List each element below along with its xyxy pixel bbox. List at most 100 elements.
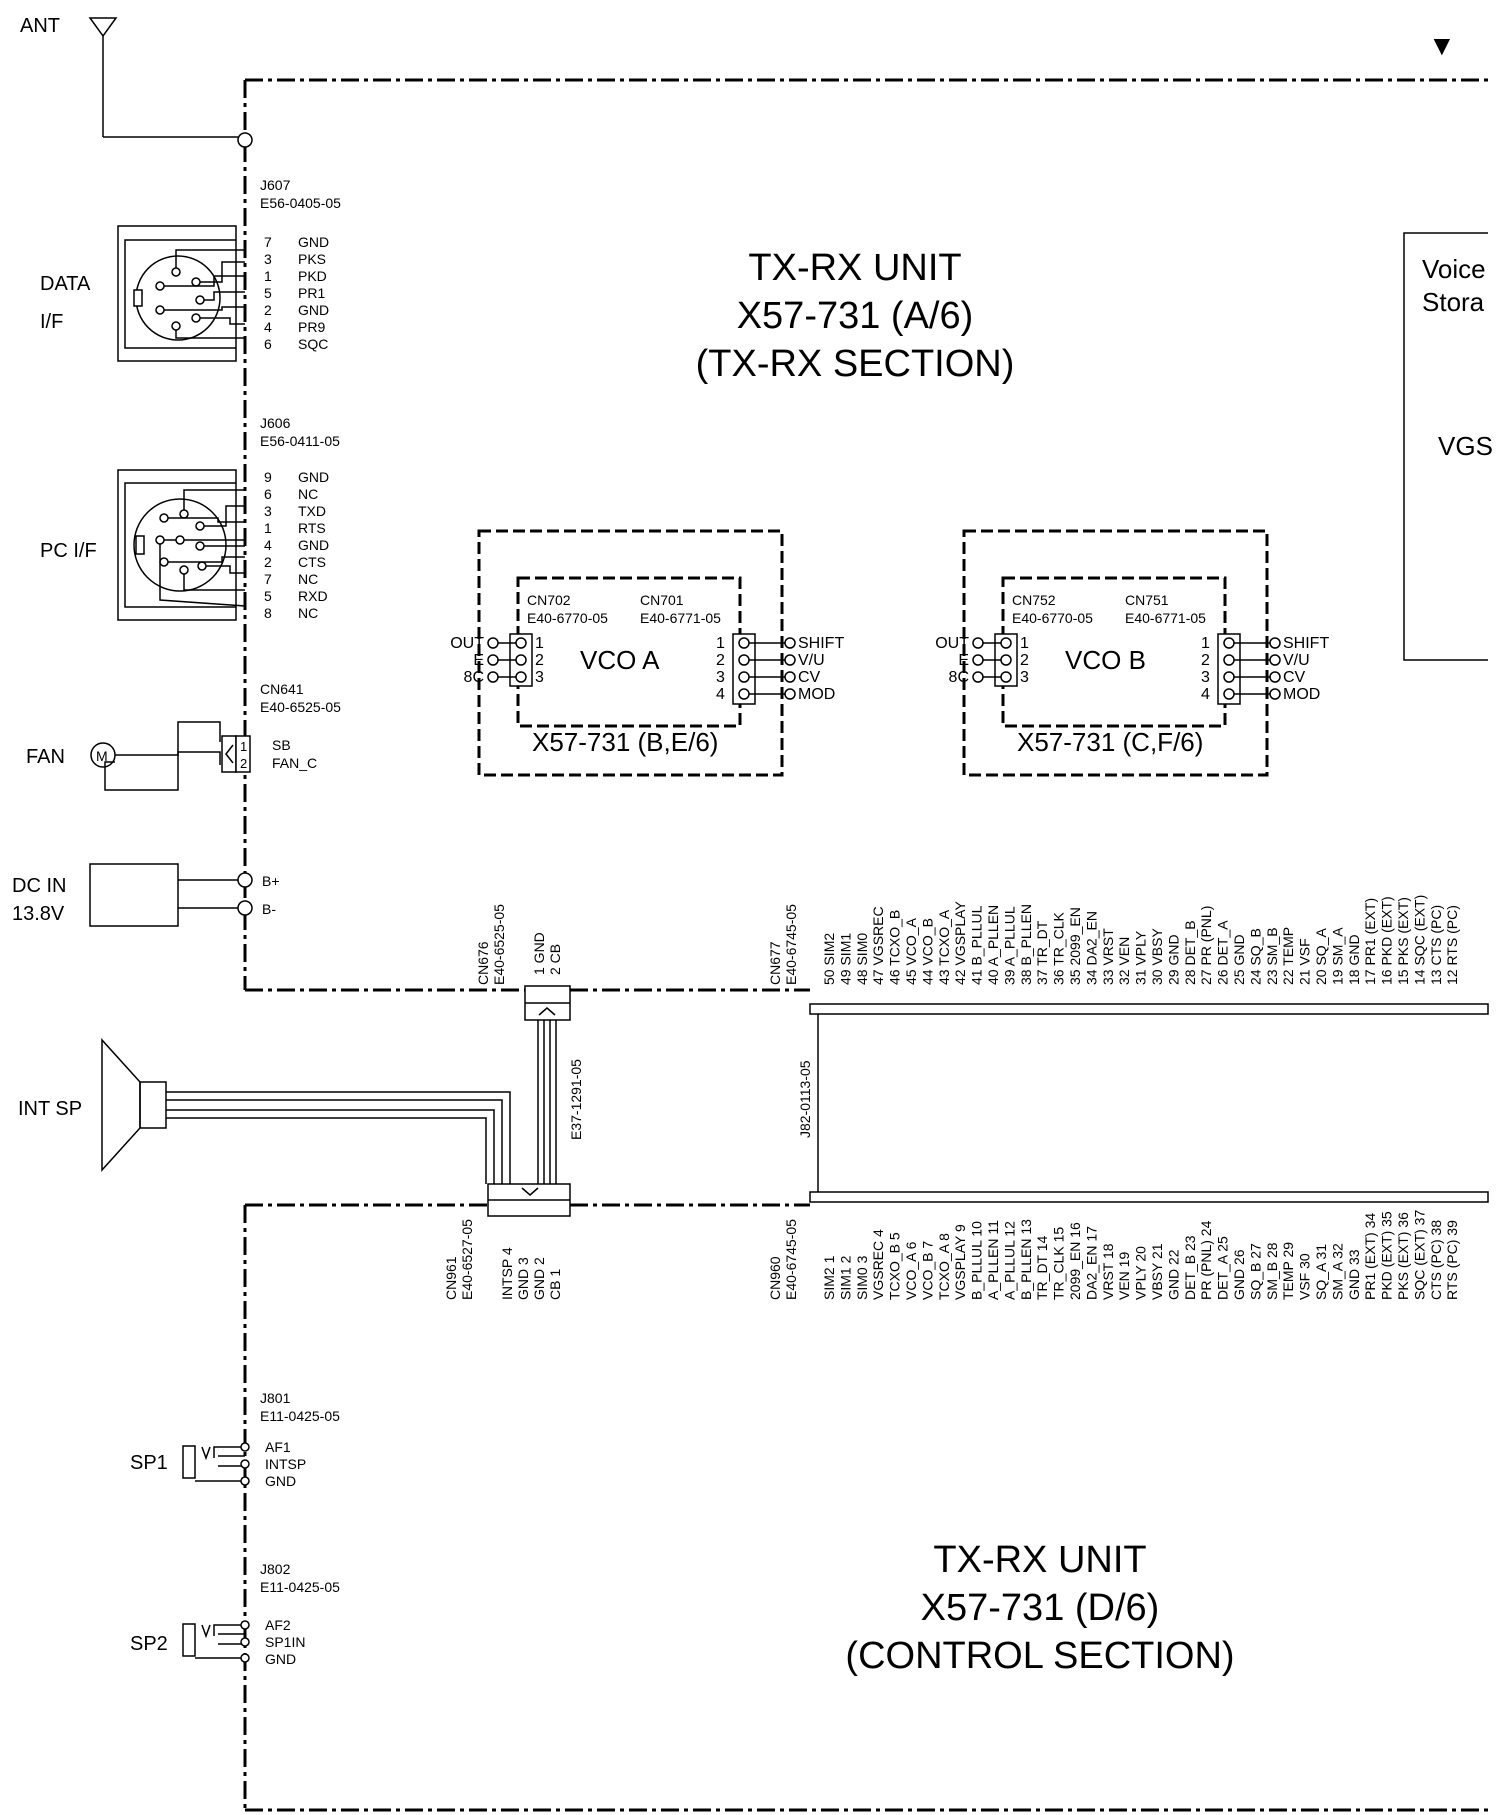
cn677-pin-label: 48 SIM0 xyxy=(854,933,870,985)
cn960-pin-label: SIM2 1 xyxy=(821,1255,837,1300)
cn960-pin-label: A_PLLEN 11 xyxy=(985,1220,1001,1300)
svg-text:FAN_C: FAN_C xyxy=(272,755,317,771)
svg-text:6: 6 xyxy=(264,486,272,502)
cn677-pin-label: 26 DET_A xyxy=(1215,920,1231,985)
cn677-pin-label: 16 PKD (EXT) xyxy=(1379,896,1395,985)
svg-text:1: 1 xyxy=(240,739,247,754)
tx-rx-section-title: TX-RX UNIT X57-731 (A/6) (TX-RX SECTION) xyxy=(696,247,1015,385)
svg-text:2: 2 xyxy=(1201,652,1210,669)
cn960-pin-label: PKD (EXT) 35 xyxy=(1379,1211,1395,1300)
cn677-pin-label: 41 B_PLLUL xyxy=(969,905,985,985)
svg-text:NC: NC xyxy=(298,571,318,587)
svg-text:SP1IN: SP1IN xyxy=(265,1634,305,1650)
svg-text:E40-6525-05: E40-6525-05 xyxy=(260,699,341,715)
svg-text:8C: 8C xyxy=(464,669,484,686)
svg-text:CN677: CN677 xyxy=(767,941,783,985)
cn960-pin-label: TR_DT 14 xyxy=(1034,1235,1050,1300)
cn677-pin-label: 30 VBSY xyxy=(1149,928,1165,985)
cn960-pin-label: TCXO_B 5 xyxy=(887,1232,903,1300)
svg-text:RTS: RTS xyxy=(298,520,326,536)
cn677-pin-label: 23 SM_B xyxy=(1264,927,1280,985)
cn677-pin-label: 13 CTS (PC) xyxy=(1428,905,1444,985)
svg-text:E56-0405-05: E56-0405-05 xyxy=(260,195,341,211)
cn677-pin-label: 45 VCO_A xyxy=(903,917,919,985)
cn960-pin-label: GND 22 xyxy=(1165,1249,1181,1300)
cn960-pin-label: TCXO_A 8 xyxy=(936,1233,952,1300)
svg-text:CTS: CTS xyxy=(298,554,326,570)
cn677-pin-label: 24 SQ_B xyxy=(1247,928,1263,985)
cn960-pin-label: CTS (PC) 38 xyxy=(1428,1220,1444,1300)
svg-text:2: 2 xyxy=(535,652,544,669)
svg-text:3: 3 xyxy=(1201,669,1210,686)
cn960-pin-label: 2099_EN 16 xyxy=(1067,1222,1083,1300)
cn677-pin-label: 12 RTS (PC) xyxy=(1444,905,1460,985)
cn960-pin-label: DET_A 25 xyxy=(1215,1236,1231,1300)
cn960-pin-label: SIM0 3 xyxy=(854,1255,870,1300)
svg-text:6: 6 xyxy=(264,336,272,352)
svg-text:4: 4 xyxy=(1201,686,1210,703)
svg-text:E56-0411-05: E56-0411-05 xyxy=(260,433,340,449)
cn960-pin-label: TR_CLK 15 xyxy=(1051,1227,1067,1300)
cn960-pin-label: VGSPLAY 9 xyxy=(952,1224,968,1300)
svg-text:CN752: CN752 xyxy=(1012,592,1056,608)
cable-j82: J82-0113-05 xyxy=(797,1003,1489,1203)
svg-text:GND: GND xyxy=(298,302,329,318)
svg-text:1: 1 xyxy=(1020,635,1029,652)
cn960-pin-label: VPLY 20 xyxy=(1133,1246,1149,1300)
svg-text:VCO A: VCO A xyxy=(580,645,660,675)
svg-text:X57-731 (A/6): X57-731 (A/6) xyxy=(737,295,974,337)
svg-text:SP1: SP1 xyxy=(130,1452,168,1474)
cn960-pin-label: VGSREC 4 xyxy=(870,1229,886,1300)
svg-text:RXD: RXD xyxy=(298,588,328,604)
cn677-pin-label: 31 VPLY xyxy=(1133,930,1149,985)
cn677-pin-label: 40 A_PLLEN xyxy=(985,905,1001,985)
voice-storage-box: Voice Stora VGS xyxy=(1403,232,1493,661)
cn677-pin-label: 43 TCXO_A xyxy=(936,909,952,985)
svg-text:FAN: FAN xyxy=(26,746,65,768)
cn960-pin-label: A_PLLUL 12 xyxy=(1001,1221,1017,1300)
svg-text:Stora: Stora xyxy=(1422,287,1485,317)
cn677-pin-label: 42 VGSPLAY xyxy=(952,901,968,985)
svg-text:7: 7 xyxy=(264,234,272,250)
svg-text:AF1: AF1 xyxy=(265,1439,291,1455)
svg-text:TX-RX UNIT: TX-RX UNIT xyxy=(748,247,961,289)
fan-connector: FAN CN641 E40-6525-05 M 1 2 SB FAN_C xyxy=(26,681,341,791)
svg-text:E40-6771-05: E40-6771-05 xyxy=(1125,610,1206,626)
vco-b-module: CN752 E40-6770-05 CN751 E40-6771-05 VCO … xyxy=(935,529,1329,777)
svg-text:1: 1 xyxy=(264,520,272,536)
cn960-pin-label: B_PLLEN 13 xyxy=(1018,1219,1034,1300)
svg-text:AF2: AF2 xyxy=(265,1617,291,1633)
svg-text:PKS: PKS xyxy=(298,251,326,267)
cn960-pin-label: B_PLLUL 10 xyxy=(969,1221,985,1300)
svg-text:OUT: OUT xyxy=(935,635,969,652)
svg-text:V/U: V/U xyxy=(1283,652,1310,669)
fan-motor-icon: M xyxy=(90,742,116,768)
svg-text:PR1: PR1 xyxy=(298,285,325,301)
svg-text:5: 5 xyxy=(264,588,272,604)
svg-text:J606: J606 xyxy=(260,415,291,431)
svg-text:1 GND: 1 GND xyxy=(531,932,547,975)
cn677-pin-label: 37 TR_DT xyxy=(1034,920,1050,985)
svg-text:DATA: DATA xyxy=(40,273,91,295)
svg-text:B-: B- xyxy=(262,901,276,917)
svg-text:E37-1291-05: E37-1291-05 xyxy=(568,1059,584,1140)
corner-arrow-marker: ▼ xyxy=(1428,30,1456,61)
int-speaker: INT SP xyxy=(18,1038,511,1184)
svg-text:GND 2: GND 2 xyxy=(531,1257,547,1300)
cn677-pin-label: 34 DA2_EN xyxy=(1083,911,1099,985)
svg-text:8: 8 xyxy=(264,605,272,621)
cn960-pin-label: TEMP 29 xyxy=(1280,1242,1296,1300)
cn677-pin-label: 21 VSF xyxy=(1297,938,1313,985)
svg-text:E40-6745-05: E40-6745-05 xyxy=(783,1219,799,1300)
svg-text:OUT: OUT xyxy=(450,635,484,652)
cn960-pin-label: SM_B 28 xyxy=(1264,1242,1280,1300)
svg-text:J607: J607 xyxy=(260,177,291,193)
svg-text:E40-6771-05: E40-6771-05 xyxy=(640,610,721,626)
cn677-pin-label: 35 2099_EN xyxy=(1067,907,1083,985)
svg-text:5: 5 xyxy=(264,285,272,301)
